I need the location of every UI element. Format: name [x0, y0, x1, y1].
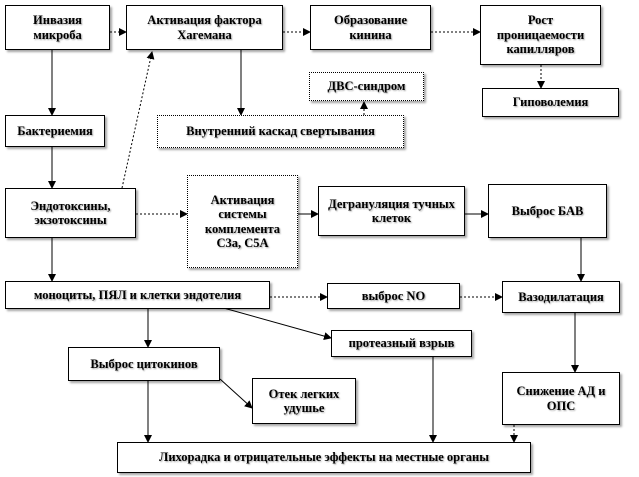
node-dic: ДВС-синдром — [309, 72, 424, 101]
node-kinin: Образование кинина — [310, 5, 431, 50]
arrow-toxins-hageman — [121, 51, 155, 189]
arrow-cells-protease — [219, 306, 332, 340]
node-degranulation: Дегрануляция тучных клеток — [318, 186, 465, 236]
node-fever: Лихорадка и отрицательные эффекты на мес… — [117, 442, 531, 473]
node-complement: Активация системы комплемента С3а, С5А — [187, 175, 298, 268]
node-cytokines: Выброс цитокинов — [68, 347, 220, 381]
node-permeability: Рост проницаемости капилляров — [480, 5, 601, 65]
node-invasion: Инвазия микроба — [5, 5, 110, 50]
node-no: выброс NO — [327, 283, 460, 309]
node-vasodilation: Вазодилатация — [502, 281, 620, 313]
node-protease: протеазный взрыв — [331, 330, 472, 357]
arrow-cytokines-edema — [219, 378, 253, 409]
node-internal-cascade: Внутренний каскад свертывания — [157, 115, 404, 148]
node-bacteremia: Бактериемия — [5, 115, 105, 147]
node-toxins: Эндотоксины, экзотоксины — [5, 188, 136, 238]
node-bav: Выброс БАВ — [488, 184, 607, 238]
node-edema: Отек легких удушье — [252, 378, 356, 424]
node-hageman: Активация фактора Хагемана — [126, 5, 283, 50]
node-hypovolemia: Гиповолемия — [482, 88, 619, 117]
node-cells: моноциты, ПЯЛ и клетки эндотелия — [5, 281, 270, 309]
node-bp: Снижение АД и ОПС — [502, 372, 620, 425]
